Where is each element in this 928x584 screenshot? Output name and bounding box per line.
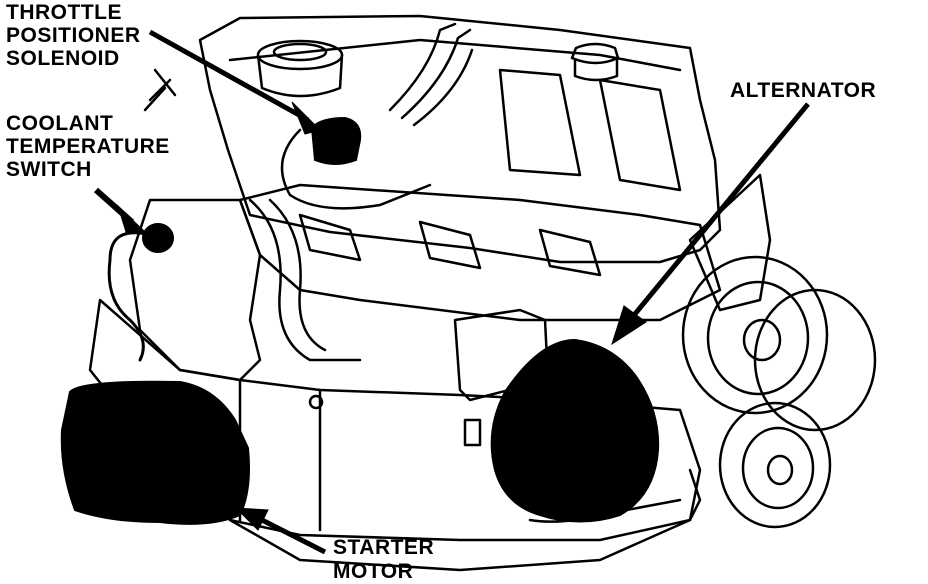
- alternator-arrowhead: [611, 305, 647, 346]
- plug-wires-loop: [280, 128, 432, 210]
- valve-cover-rib-1: [498, 68, 582, 177]
- label-line: SOLENOID: [6, 47, 120, 70]
- valve-cover-rib-2: [598, 78, 682, 192]
- label-line: ALTERNATOR: [730, 79, 877, 102]
- label-starter-motor: STARTER MOTOR: [333, 536, 434, 584]
- plug-wires-3: [412, 48, 474, 127]
- coolant-arrowhead: [116, 204, 147, 233]
- wire-harness: [143, 68, 177, 112]
- oil-filler-neck: [573, 58, 619, 82]
- starter-arrowhead: [234, 507, 269, 531]
- alternator-arrow-line: [628, 102, 810, 322]
- coolant-switch-wire: [107, 231, 152, 362]
- lower-pulley-hub: [766, 454, 794, 486]
- label-line: SWITCH: [6, 158, 92, 181]
- timing-cover: [688, 173, 772, 312]
- exhaust-pipe: [248, 198, 362, 362]
- starter-arrow-line: [260, 517, 327, 555]
- label-line: MOTOR: [333, 560, 414, 583]
- plug-wires-1: [388, 22, 457, 112]
- oil-filler-cap: [570, 42, 620, 65]
- upper-pulley-mid: [706, 280, 810, 396]
- label-coolant-temperature-switch: COOLANT TEMPERATURE SWITCH: [6, 112, 170, 181]
- label-alternator: ALTERNATOR: [730, 79, 876, 102]
- manifold-runner-1: [298, 213, 362, 262]
- throttle-positioner-solenoid: [310, 116, 362, 165]
- right-edge-bracket: [688, 468, 702, 522]
- intake-horn-body: [256, 53, 344, 98]
- plug-wires-2: [400, 28, 472, 120]
- upper-pulley-outer: [681, 255, 829, 415]
- label-line: STARTER: [333, 536, 435, 559]
- fan-pulley-rear: [753, 288, 877, 432]
- bracket-bolt-1: [463, 418, 482, 447]
- intake-horn-inner: [272, 42, 328, 62]
- label-line: POSITIONER: [6, 24, 141, 47]
- block-plug: [308, 394, 324, 410]
- alternator: [490, 338, 660, 523]
- manifold-runner-3: [538, 228, 602, 277]
- oil-pan: [228, 518, 692, 572]
- throttle-arrow-line: [148, 29, 310, 123]
- label-throttle-positioner-solenoid: THROTTLE POSITIONER SOLENOID: [6, 1, 141, 70]
- upper-pulley-hub: [742, 318, 782, 362]
- coolant-temperature-switch: [142, 223, 174, 253]
- label-line: TEMPERATURE: [6, 135, 170, 158]
- lower-pulley-outer: [718, 401, 832, 529]
- label-line: THROTTLE: [6, 1, 122, 24]
- throttle-arrowhead: [291, 101, 321, 135]
- exhaust-pipe-inner: [268, 198, 327, 352]
- manifold-runner-2: [418, 220, 482, 270]
- intake-manifold: [238, 183, 722, 322]
- label-line: COOLANT: [6, 112, 114, 135]
- block-left-side: [128, 198, 262, 382]
- starter-motor: [60, 380, 250, 525]
- valve-cover: [198, 14, 722, 264]
- lower-pulley-mid: [741, 426, 815, 510]
